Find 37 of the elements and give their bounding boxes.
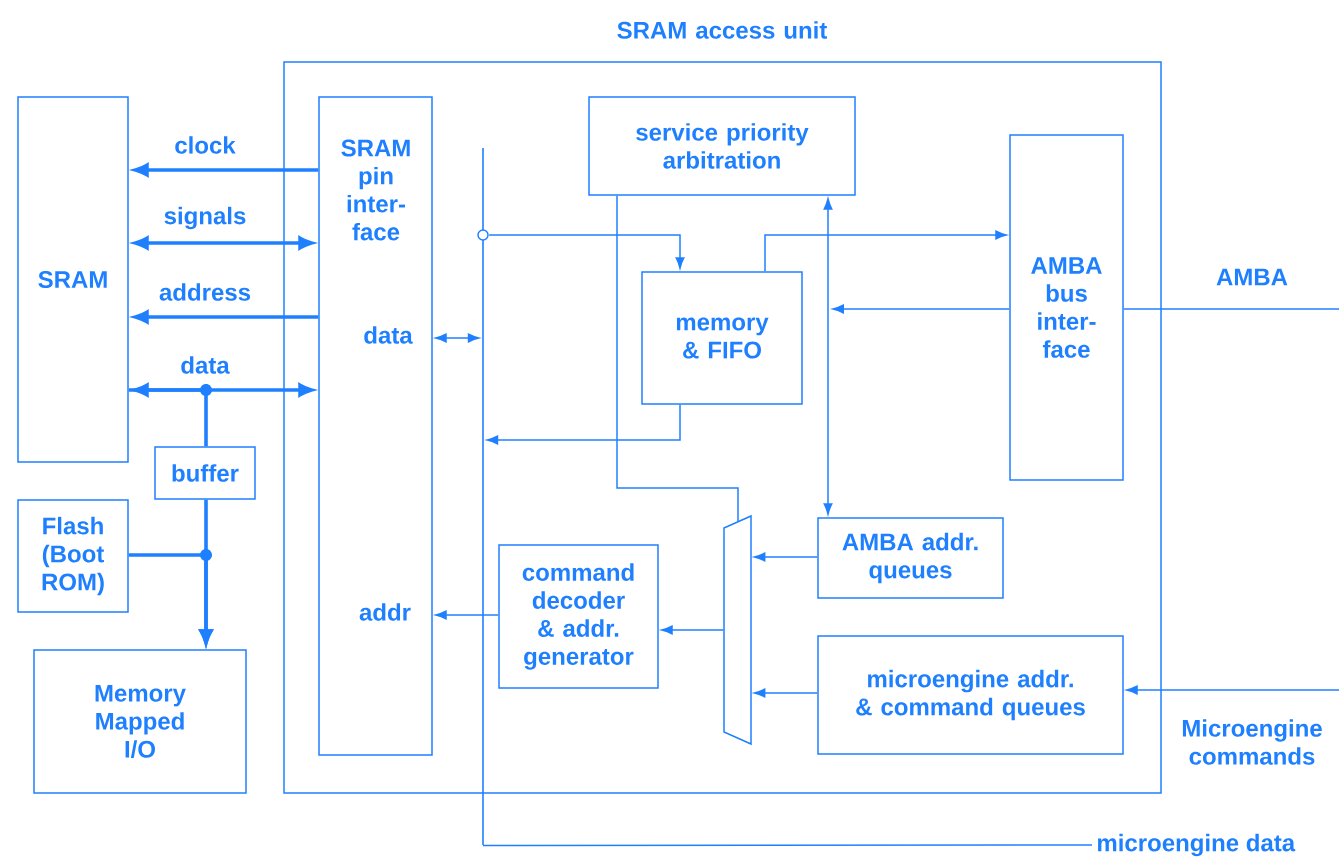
function-block: memory & FIFO <box>641 271 803 405</box>
edge-label: data <box>181 356 230 374</box>
function-block: command decoder & addr. generator <box>498 544 659 689</box>
arrow <box>1126 685 1339 695</box>
arrow <box>764 230 1007 272</box>
memory-block: SRAM <box>17 96 129 463</box>
node-label: SRAM access unit <box>617 21 828 39</box>
multiplexer-symbol <box>723 514 752 746</box>
connector-line <box>616 195 739 523</box>
arrow <box>753 552 818 562</box>
arrow <box>435 610 499 620</box>
arrow <box>486 404 681 445</box>
buffer-block: buffer <box>154 446 256 500</box>
edge-label: AMBA <box>1216 268 1288 286</box>
edge-label: address <box>159 283 251 301</box>
queue-block: microengine addr. & command queues <box>817 635 1124 755</box>
edge-label: clock <box>175 136 236 154</box>
arrow <box>753 688 818 698</box>
edge-label: signals <box>164 206 246 230</box>
arrow <box>661 625 725 635</box>
queue-block: AMBA addr. queues <box>817 517 1004 599</box>
memory-block: Flash (Boot ROM) <box>17 499 129 613</box>
port-label: addr <box>359 603 411 621</box>
connector-line <box>482 844 1093 847</box>
port-label: data <box>364 326 413 344</box>
connector-line <box>128 388 208 447</box>
bus-label: microengine data <box>1098 833 1296 857</box>
connector-line <box>1123 308 1339 310</box>
arrow <box>823 198 833 515</box>
arrow <box>435 333 480 343</box>
interface-block: AMBA bus inter- face <box>1009 134 1124 481</box>
memory-block: Memory Mapped I/O <box>33 649 247 794</box>
arrow <box>832 304 1010 314</box>
edge-label: Microengine commands <box>1182 719 1322 765</box>
arrow <box>488 234 685 269</box>
function-block: service priority arbitration <box>588 96 856 196</box>
bus-line <box>477 148 489 845</box>
